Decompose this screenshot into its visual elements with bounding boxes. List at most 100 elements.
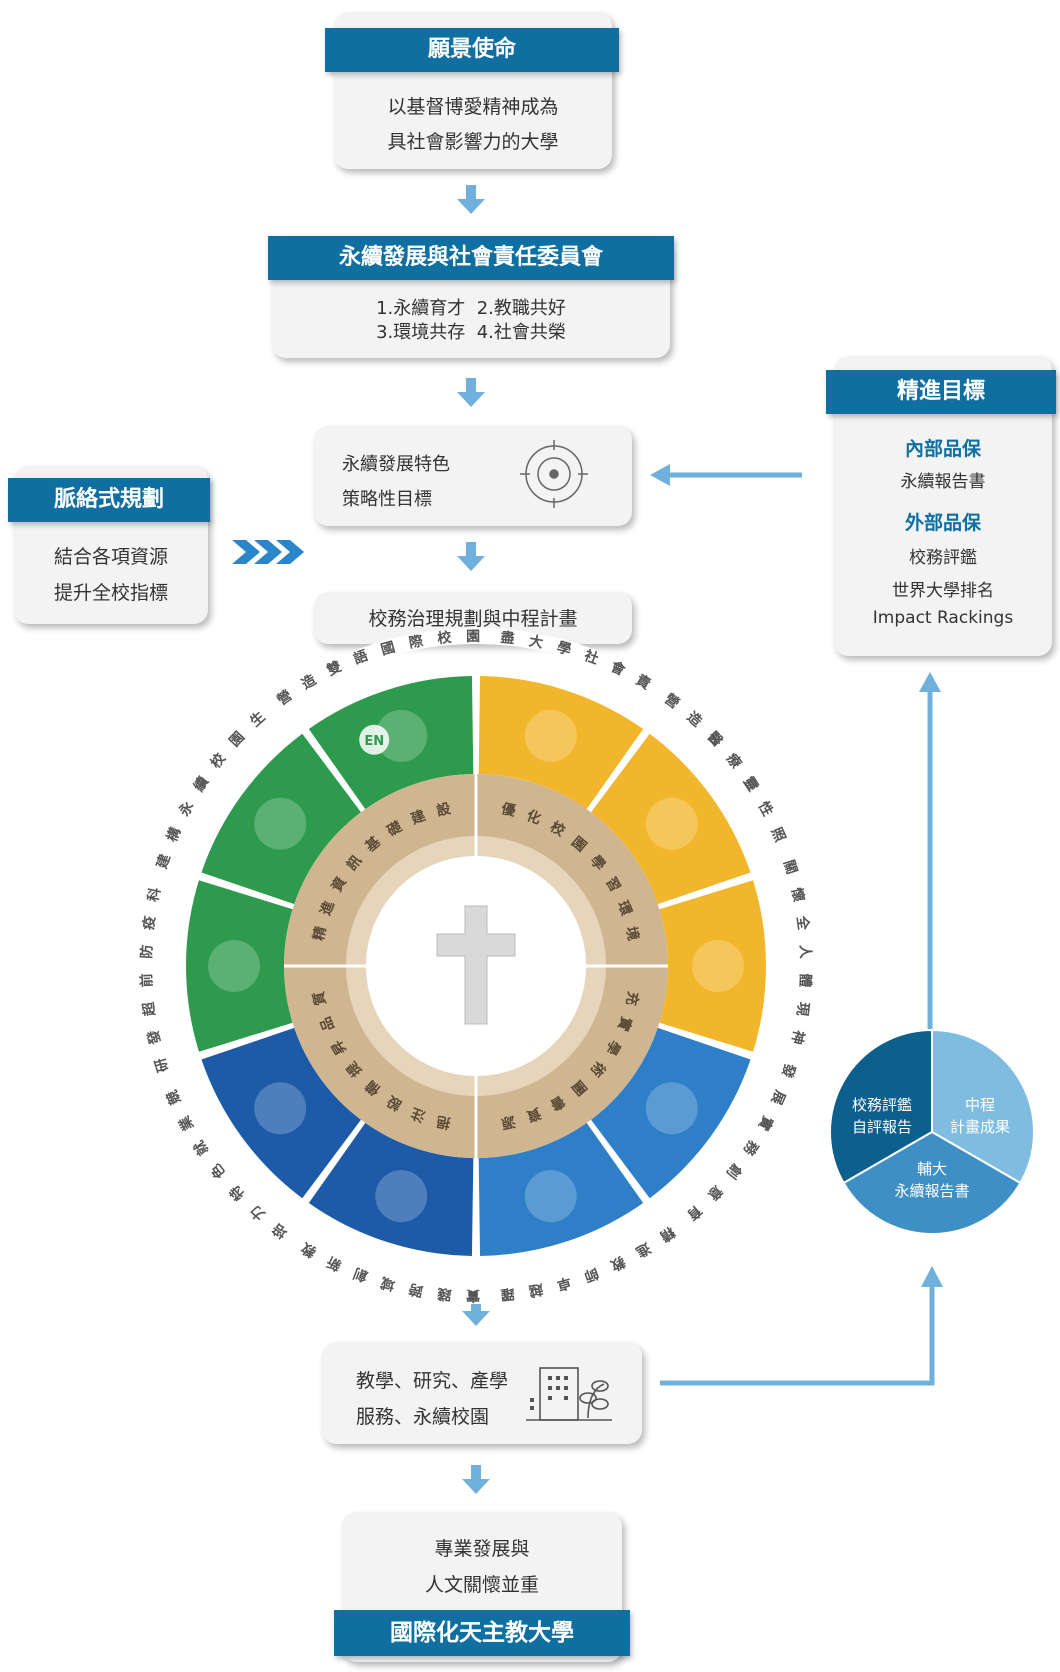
pie-up-arrow	[919, 672, 941, 1030]
svg-text:校: 校	[437, 629, 454, 647]
svg-text:現: 現	[793, 1001, 811, 1017]
svg-text:進: 進	[633, 1239, 653, 1260]
svg-text:照: 照	[768, 825, 788, 844]
svg-text:全: 全	[793, 914, 812, 932]
svg-text:構: 構	[163, 825, 184, 845]
vision-line-2: 具社會影響力的大學	[387, 131, 559, 153]
outcomes-line-1: 教學、研究、產學	[356, 1370, 509, 1392]
wheel-outer-segment	[201, 733, 361, 905]
committee-line-2: 3.環境共存 4.社會共榮	[376, 322, 566, 343]
wheel-segment-illustration	[254, 1082, 307, 1135]
svg-text:師: 師	[582, 1264, 601, 1285]
svg-text:域: 域	[379, 1273, 397, 1293]
svg-text:防: 防	[138, 944, 156, 959]
svg-text:學: 學	[555, 639, 573, 658]
wheel-outer-label: 實踐跨域創新教育	[263, 1216, 494, 1304]
down-arrow-5	[462, 1465, 490, 1494]
outcomes-line-2: 服務、永續校園	[356, 1406, 490, 1428]
svg-text:國: 國	[379, 639, 397, 658]
svg-text:踐: 踐	[437, 1285, 453, 1303]
pie-slice	[931, 1028, 1035, 1185]
svg-text:卓: 卓	[555, 1273, 573, 1293]
en-badge-icon	[359, 724, 390, 755]
final-line-2: 人文關懷並重	[424, 1574, 539, 1596]
internal-qa-title: 內部品保	[904, 438, 981, 460]
pie-slice-label: 永續報告書	[894, 1182, 969, 1200]
pie-slice-label: 校務評鑑	[852, 1096, 912, 1114]
pie-slice-label: 輔大	[917, 1160, 947, 1178]
down-arrow-1	[457, 185, 485, 214]
external-qa-item-2: 世界大學排名	[892, 581, 994, 601]
svg-text:質: 質	[310, 990, 329, 1007]
cross-icon	[436, 905, 516, 1025]
svg-text:建: 建	[153, 852, 174, 871]
svg-text:研: 研	[152, 1056, 171, 1074]
pie-slice-label: 計畫成果	[950, 1118, 1010, 1136]
context-line-1: 結合各項資源	[53, 546, 168, 568]
svg-text:盡: 盡	[500, 629, 516, 647]
wheel-outer-segment	[308, 1122, 474, 1256]
wheel-segment-illustration	[524, 1170, 577, 1223]
down-arrow-2	[457, 378, 485, 407]
wheel-outer-label: 關懷全人體現神聖	[776, 844, 814, 1088]
svg-text:設: 設	[435, 800, 453, 820]
svg-text:前: 前	[138, 973, 156, 988]
svg-text:神: 神	[788, 1029, 808, 1046]
svg-text:化: 化	[524, 807, 543, 828]
svg-text:發: 發	[778, 1060, 799, 1081]
wheel-outer-segment	[478, 676, 644, 810]
wheel-outer-segment	[659, 880, 766, 1052]
svg-text:社: 社	[581, 647, 601, 668]
context-line-2: 提升全校指標	[53, 582, 168, 604]
strategy-card	[314, 426, 632, 526]
wheel-outer-segment	[478, 1122, 644, 1256]
vision-line-1: 以基督博愛精神成為	[387, 96, 559, 118]
wheel-segment-illustration	[375, 1170, 428, 1223]
pie-slice-label: 自評報告	[852, 1118, 912, 1136]
svg-text:發: 發	[144, 1028, 164, 1047]
svg-text:人: 人	[796, 944, 814, 960]
svg-text:園: 園	[466, 629, 480, 645]
governance-text: 校務治理規劃與中程計畫	[368, 608, 578, 630]
svg-text:新: 新	[324, 1253, 344, 1274]
internal-qa-item-1: 永續報告書	[900, 472, 986, 492]
wheel-outer-segment	[201, 1027, 361, 1199]
final-title: 國際化天主教大學	[334, 1610, 630, 1656]
svg-text:環: 環	[614, 899, 634, 919]
wheel-segment-illustration	[524, 709, 577, 762]
wheel-outer-segment	[591, 733, 751, 905]
svg-text:語: 語	[351, 647, 370, 668]
strategy-line-1: 永續發展特色	[342, 454, 450, 475]
svg-text:懷: 懷	[788, 885, 808, 903]
wheel-segment-illustration	[645, 1082, 698, 1135]
wheel-outer-segment	[591, 1027, 751, 1199]
wheel-outer-segment	[308, 676, 474, 810]
external-qa-title: 外部品保	[904, 512, 981, 534]
svg-text:關: 關	[780, 858, 799, 876]
svg-text:源: 源	[500, 1112, 517, 1131]
wheel-segment-illustration	[254, 797, 307, 850]
wheel-segment-illustration	[645, 797, 698, 850]
svg-text:競: 競	[163, 1088, 184, 1108]
external-qa-item-1: 校務評鑑	[909, 548, 977, 568]
svg-text:跨: 跨	[407, 1280, 425, 1298]
final-line-1: 專業發展與	[434, 1538, 530, 1560]
wheel-outer-label: 營造雙語國際校園	[263, 628, 494, 716]
svg-text:優: 優	[499, 800, 518, 820]
external-qa-item-3: Impact Rackings	[872, 608, 1014, 628]
committee-line-1: 1.永續育才 2.教職共好	[376, 298, 566, 319]
strategy-line-2: 策略性目標	[342, 489, 432, 510]
svg-text:超: 超	[140, 1000, 159, 1018]
svg-text:資: 資	[524, 1104, 543, 1125]
pie-slice-label: 中程	[965, 1096, 995, 1114]
wheel-inner-label: 優化校園學習環境	[499, 800, 642, 942]
svg-text:境: 境	[622, 925, 641, 942]
svg-text:挹: 挹	[435, 1112, 452, 1131]
context-title: 脈絡式規劃	[8, 478, 210, 522]
svg-text:實: 實	[466, 1287, 480, 1304]
svg-text:精: 精	[310, 925, 329, 942]
